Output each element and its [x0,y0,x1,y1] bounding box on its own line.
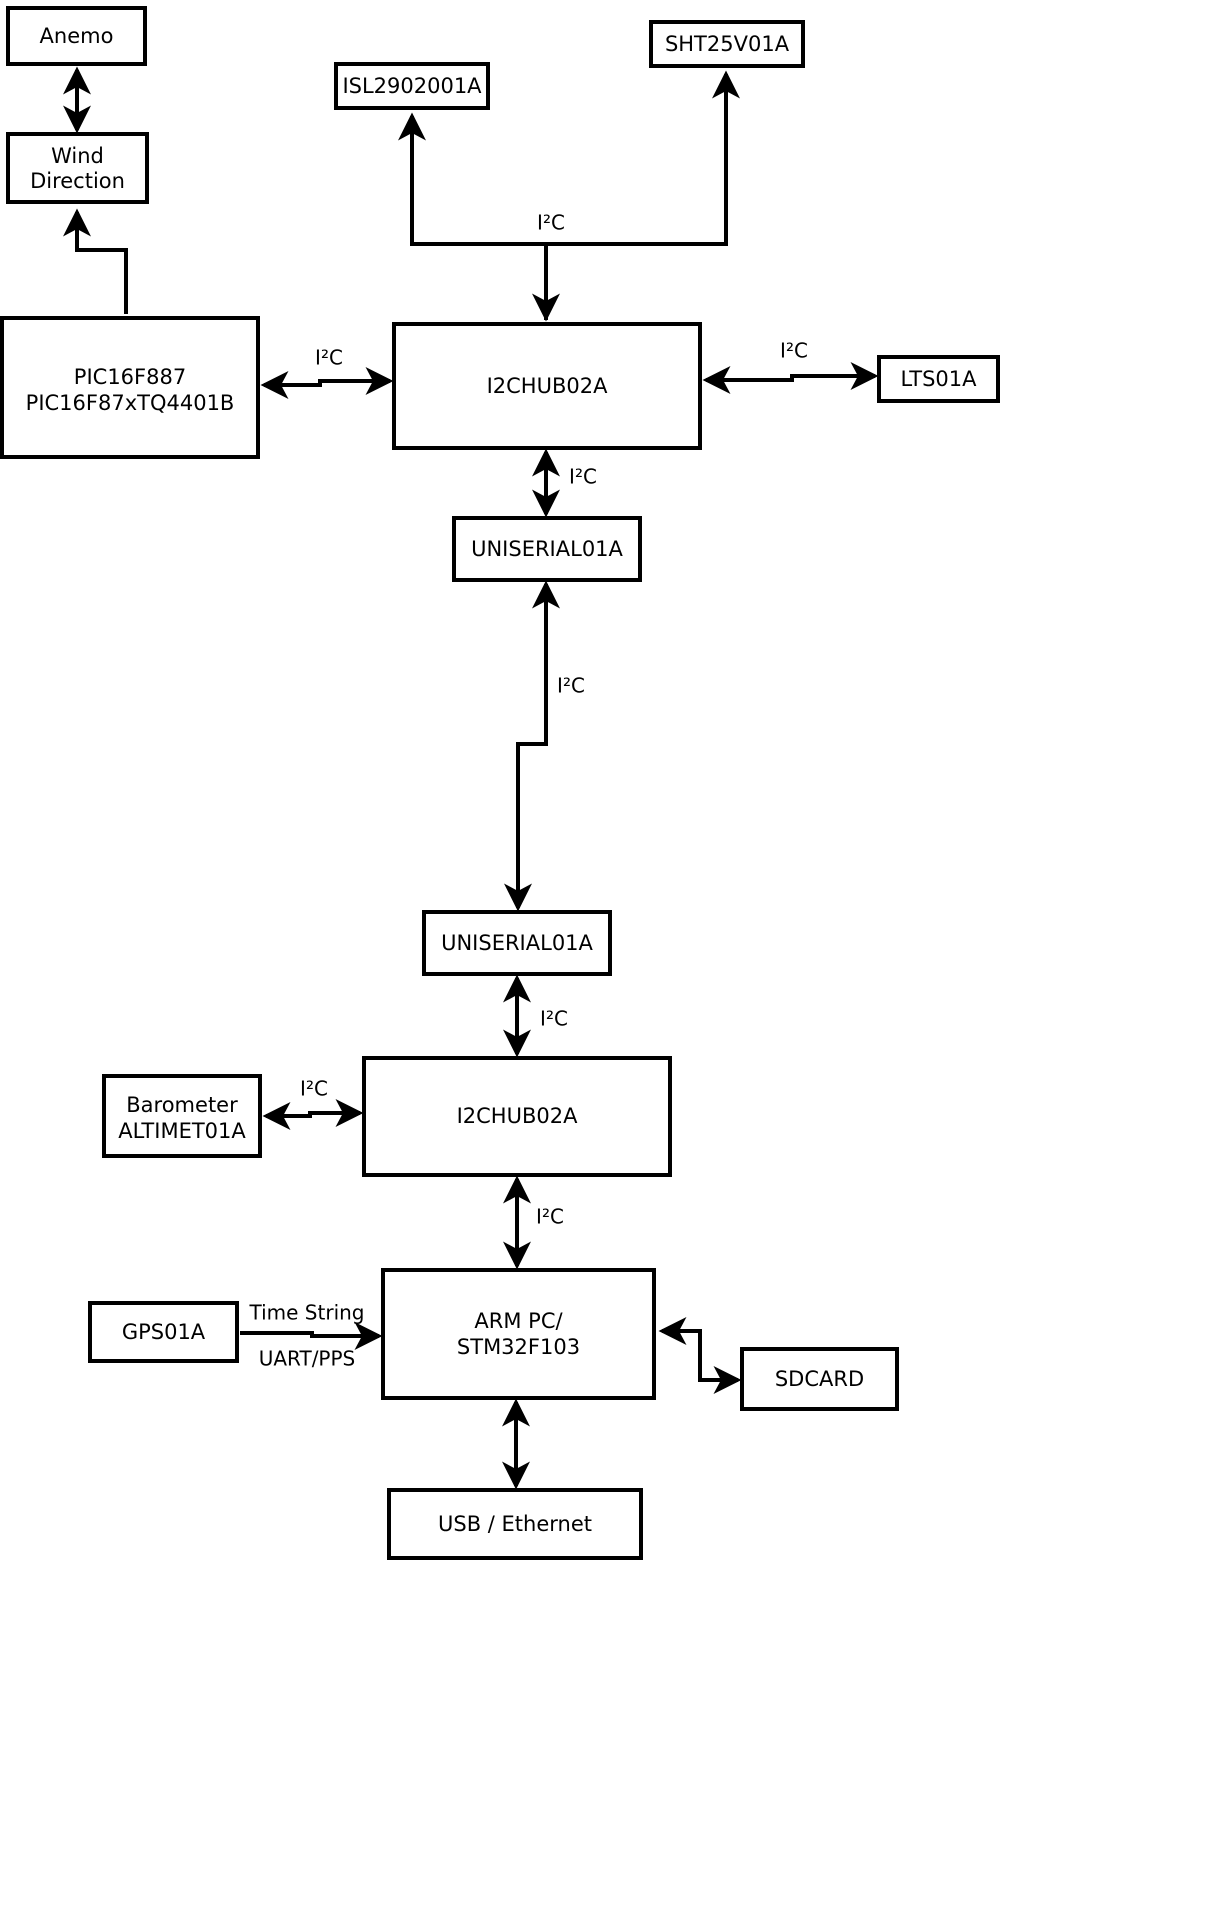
edge-hub-lts [702,362,879,394]
node-sdcard[interactable]: SDCARD [740,1347,899,1411]
node-gps01a[interactable]: GPS01A [88,1301,239,1363]
node-isl2902001a[interactable]: ISL2902001A [334,62,490,110]
node-usb-ethernet-label: USB / Ethernet [438,1512,592,1536]
node-pic16f887-label-line1: PIC16F887 [74,365,186,389]
node-anemo-label: Anemo [40,24,114,48]
edge-label-i2c-hub-lts: I²C [780,339,808,363]
node-i2chub02a-top-label: I2CHUB02A [487,374,609,398]
edge-gps-armpc [240,1322,383,1350]
edge-barometer-hubbottom [262,1099,364,1130]
node-barometer-altimet01a-box [102,1074,262,1158]
node-uniserial01a-lower-box [422,910,612,976]
edge-pic-wind [63,208,128,314]
node-anemo[interactable]: Anemo [6,6,147,66]
node-isl2902001a-box [334,62,490,110]
node-sht25v01a-label: SHT25V01A [665,32,790,56]
edge-label-i2c-barometer-hub: I²C [300,1077,328,1101]
node-i2chub02a-bottom-label: I2CHUB02A [457,1104,579,1128]
node-i2chub02a-top-box [392,322,702,450]
node-usb-ethernet-box [387,1488,643,1560]
edge-hub-isl [398,112,548,320]
edge-label-i2c-pic-hub: I²C [315,346,343,370]
node-usb-ethernet[interactable]: USB / Ethernet [387,1488,643,1560]
node-barometer-altimet01a[interactable]: Barometer ALTIMET01A [102,1074,262,1158]
node-i2chub02a-bottom[interactable]: I2CHUB02A [362,1056,672,1177]
node-uniserial01a-lower-label: UNISERIAL01A [441,931,593,955]
node-sht25v01a-box [649,20,805,68]
edge-hub-sht [544,70,740,320]
node-pic16f887[interactable]: PIC16F887 PIC16F87xTQ4401B [0,316,260,459]
node-lts01a-label: LTS01A [900,367,977,391]
node-isl2902001a-label: ISL2902001A [342,74,482,98]
node-arm-pc-label-line2: STM32F103 [457,1335,580,1359]
node-gps01a-label: GPS01A [122,1320,206,1344]
node-sdcard-label: SDCARD [775,1367,864,1391]
node-uniserial01a-lower[interactable]: UNISERIAL01A [422,910,612,976]
node-sht25v01a[interactable]: SHT25V01A [649,20,805,68]
node-i2chub02a-bottom-box [362,1056,672,1177]
node-pic16f887-box [0,316,260,459]
node-sdcard-box [740,1347,899,1411]
node-arm-pc-box [381,1268,656,1400]
edge-label-i2c-uniserial2-hub: I²C [540,1007,568,1031]
node-barometer-label-line2: ALTIMET01A [118,1119,246,1143]
node-anemo-box [6,6,147,66]
node-pic16f887-label-line2: PIC16F87xTQ4401B [26,391,235,415]
node-wind-direction-label-line2: Direction [30,169,125,193]
node-wind-direction-box [6,132,149,204]
node-wind-direction-label-line1: Wind [51,144,104,168]
edge-armpc-sdcard [658,1317,742,1394]
node-uniserial01a-upper-label: UNISERIAL01A [471,537,623,561]
node-uniserial01a-upper-box [452,516,642,582]
node-i2chub02a-top[interactable]: I2CHUB02A [392,322,702,450]
node-wind-direction[interactable]: Wind Direction [6,132,149,204]
edge-label-i2c-hub-top-upper: I²C [537,211,565,235]
edge-uniserial1-uniserial2 [504,580,560,912]
node-lts01a[interactable]: LTS01A [877,355,1000,403]
edge-label-i2c-hub-uniserial1: I²C [569,465,597,489]
edge-label-i2c-hub-armpc: I²C [536,1205,564,1229]
node-lts01a-box [877,355,1000,403]
node-arm-pc-stm32f103[interactable]: ARM PC/ STM32F103 [381,1268,656,1400]
node-gps01a-box [88,1301,239,1363]
edge-label-uart-pps: UART/PPS [259,1347,356,1371]
edge-label-time-string: Time String [249,1301,365,1325]
node-uniserial01a-upper[interactable]: UNISERIAL01A [452,516,642,582]
edge-pic-hub [260,367,394,399]
node-barometer-label-line1: Barometer [126,1093,238,1117]
edge-label-i2c-uniserial-link: I²C [557,674,585,698]
node-arm-pc-label-line1: ARM PC/ [474,1309,563,1333]
